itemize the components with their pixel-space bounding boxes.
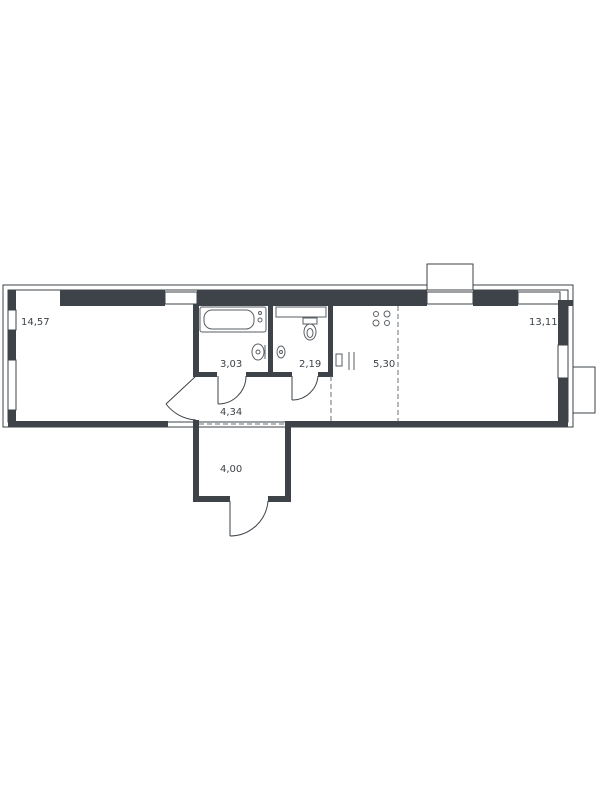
left-wall [7, 290, 17, 426]
bedroom-area: 13,11 [529, 317, 558, 328]
doors [165, 375, 319, 537]
door-entrance [229, 500, 269, 537]
top-wall [60, 290, 573, 306]
bathroom-area: 3,03 [220, 359, 242, 370]
bottom-wall [8, 421, 568, 427]
kitchen-sink-icon [335, 352, 355, 370]
balcony-box-top [426, 263, 474, 291]
door-bathroom [217, 375, 247, 405]
toilet-icon [275, 306, 327, 341]
door-living-room [165, 375, 197, 421]
kitchen-area: 5,30 [373, 359, 395, 370]
stove-icon [372, 310, 391, 327]
toilet-sink-icon [276, 345, 286, 359]
zone-boundaries [199, 306, 399, 425]
living-room-area: 14,57 [21, 317, 50, 328]
bathroom-sink-icon [251, 343, 266, 361]
hallway-area: 4,34 [220, 407, 242, 418]
toilet-area: 2,19 [299, 359, 321, 370]
bathtub-icon [199, 306, 267, 333]
balcony-box-right [572, 366, 596, 414]
outer-window-frames [2, 263, 596, 428]
vestibule-area: 4,00 [220, 464, 242, 475]
right-wall [557, 300, 569, 426]
vestibule-walls [193, 424, 291, 502]
door-toilet [291, 375, 319, 401]
